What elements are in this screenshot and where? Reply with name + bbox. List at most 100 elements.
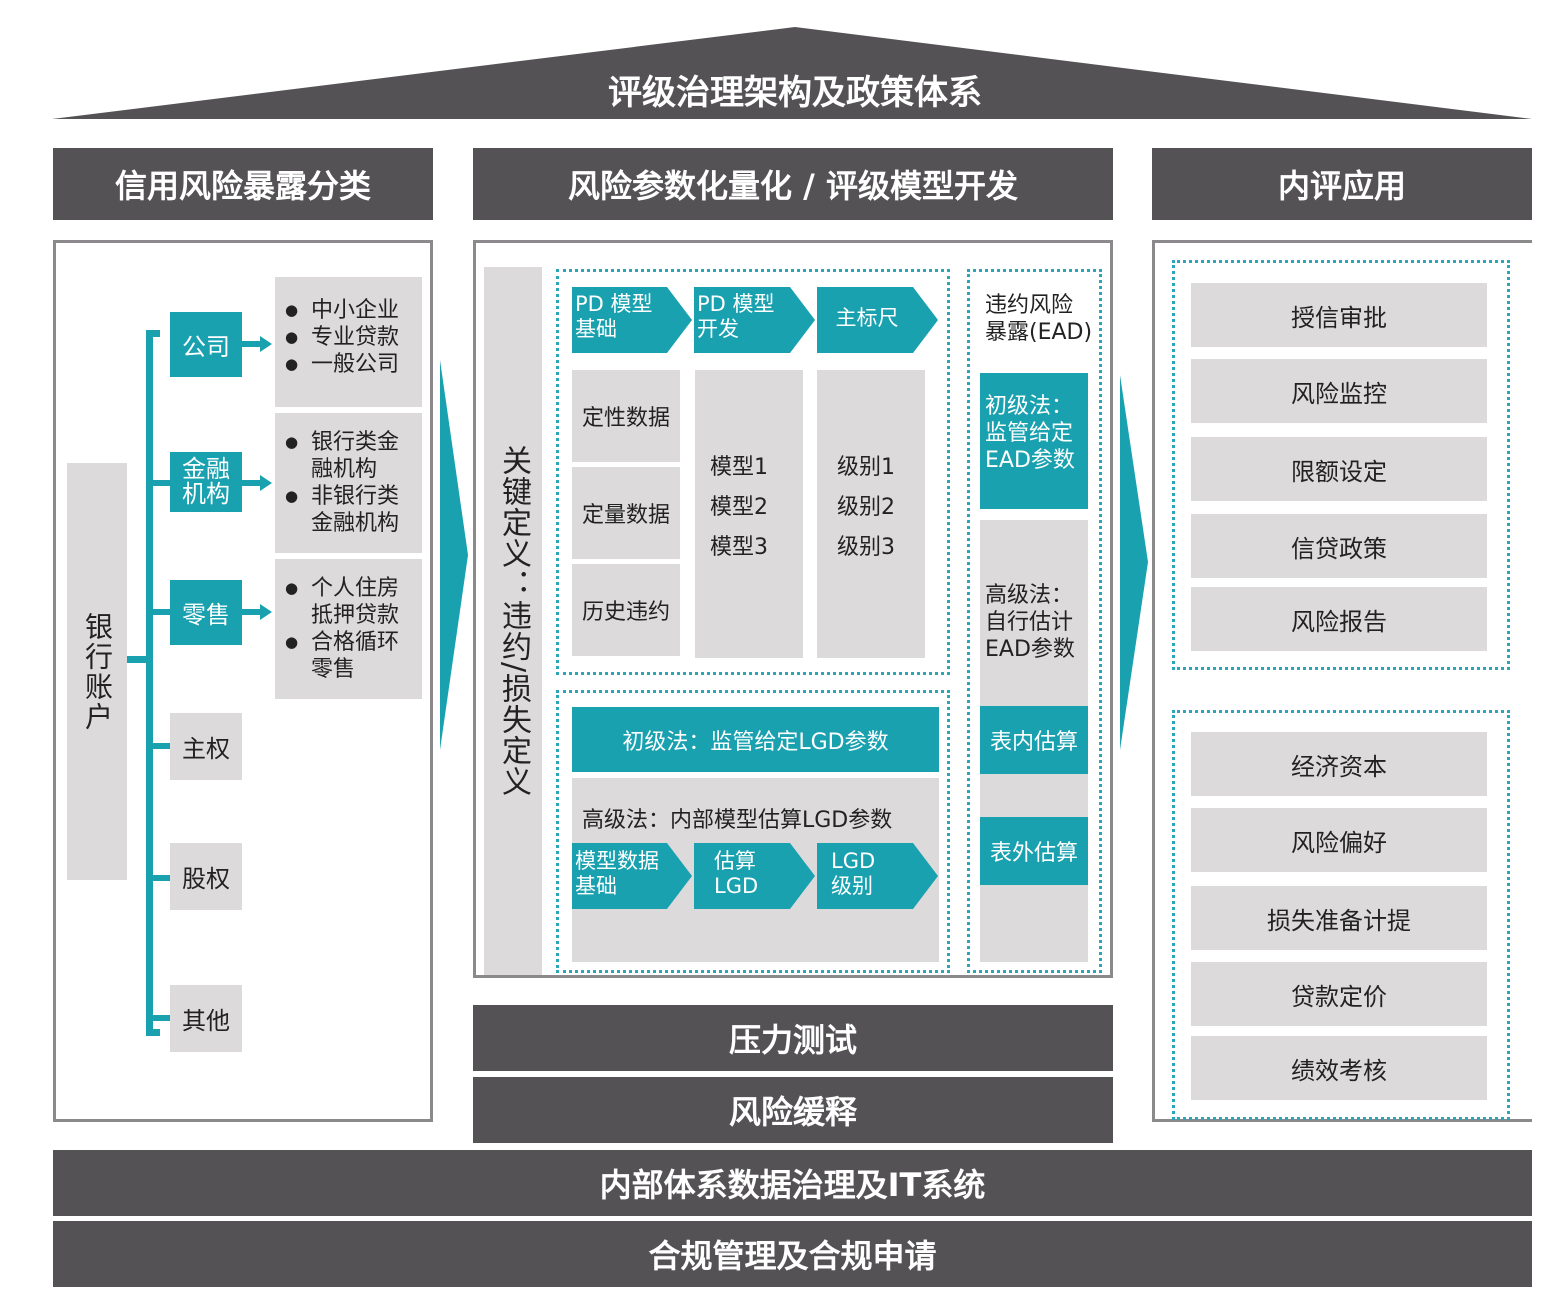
company-list: 中小企业 专业贷款 一般公司 — [275, 277, 422, 407]
arrow-right-icon — [242, 475, 272, 491]
roof-shape — [52, 27, 1532, 119]
app-item-label: 限额设定 — [1291, 457, 1387, 486]
app-item-label: 经济资本 — [1291, 752, 1387, 781]
bank-account-box: 银行账户 — [67, 463, 127, 880]
pd-chevron-shapes — [572, 287, 938, 353]
lgd-advanced-label: 高级法：内部模型估算LGD参数 — [582, 808, 893, 833]
data-qualitative-label: 定性数据 — [581, 406, 670, 431]
arrow-right-icon — [242, 604, 272, 620]
ead-basic-box: 初级法：监管给定EAD参数 — [980, 373, 1088, 509]
category-financial-label: 金融机构 — [182, 455, 230, 508]
models-box: 模型1 模型2 模型3 — [695, 370, 803, 658]
ead-off-balance-label: 表外估算 — [989, 841, 1078, 866]
data-quantitative: 定量数据 — [572, 467, 680, 559]
lgd-chevron-3: LGD 级别 — [831, 849, 876, 898]
app-item-label: 风险报告 — [1291, 607, 1387, 636]
flow-arrow-icon — [440, 360, 468, 750]
connector-vertical — [146, 330, 153, 1036]
pd-chevron-1: PD 模型基础 — [575, 292, 653, 341]
ead-advanced-label: 高级法：自行估计EAD参数 — [985, 583, 1075, 662]
application-group-1 — [1172, 260, 1510, 670]
app-item: 贷款定价 — [1191, 962, 1487, 1026]
category-other-label: 其他 — [182, 1007, 230, 1035]
risk-mitigation-bar: 风险缓释 — [473, 1077, 1113, 1143]
app-item-label: 风险监控 — [1291, 379, 1387, 408]
category-sovereign: 主权 — [170, 713, 242, 780]
data-governance-bar: 内部体系数据治理及IT系统 — [53, 1150, 1532, 1216]
lgd-chevron-2: 估算 LGD — [714, 849, 759, 898]
app-item: 损失准备计提 — [1191, 886, 1487, 950]
key-definition-box: 关键定义：违约/损失定义 — [484, 267, 542, 975]
level-item: 级别3 — [837, 535, 895, 560]
app-item-label: 信贷政策 — [1291, 534, 1387, 563]
connector-branch — [146, 1029, 160, 1036]
category-company-label: 公司 — [182, 333, 230, 361]
app-item-label: 损失准备计提 — [1267, 906, 1411, 935]
category-company: 公司 — [170, 312, 242, 377]
data-default-history: 历史违约 — [572, 564, 680, 656]
list-item: 非银行类金融机构 — [285, 483, 411, 537]
list-item: 银行类金融机构 — [285, 429, 411, 483]
app-item: 信贷政策 — [1191, 514, 1487, 578]
app-item-label: 贷款定价 — [1291, 982, 1387, 1011]
ead-basic-label: 初级法：监管给定EAD参数 — [985, 394, 1075, 473]
app-item-label: 风险偏好 — [1291, 828, 1387, 857]
category-financial: 金融机构 — [170, 452, 242, 512]
app-item: 风险监控 — [1191, 359, 1487, 423]
lgd-basic-box: 初级法：监管给定LGD参数 — [572, 707, 939, 772]
financial-list: 银行类金融机构 非银行类金融机构 — [275, 413, 422, 553]
ead-on-balance-label: 表内估算 — [989, 730, 1078, 755]
app-item: 风险偏好 — [1191, 808, 1487, 872]
stress-test-bar: 压力测试 — [473, 1005, 1113, 1071]
connector-branch — [146, 330, 160, 337]
connector-branch — [146, 875, 170, 881]
pd-chevron-2: PD 模型开发 — [697, 292, 775, 341]
ead-on-balance: 表内估算 — [980, 706, 1088, 774]
compliance-bar: 合规管理及合规申请 — [53, 1221, 1532, 1287]
lgd-chevron-1: 模型数据基础 — [575, 849, 659, 898]
app-item: 风险报告 — [1191, 587, 1487, 651]
col3-header: 内评应用 — [1152, 148, 1532, 220]
model-item: 模型3 — [710, 535, 768, 560]
flow-arrow-icon — [1120, 375, 1148, 750]
app-item-label: 绩效考核 — [1291, 1056, 1387, 1085]
retail-list: 个人住房抵押贷款 合格循环零售 — [275, 559, 422, 699]
col1-header: 信用风险暴露分类 — [53, 148, 433, 220]
lgd-section — [556, 690, 950, 973]
category-other: 其他 — [170, 985, 242, 1052]
list-item: 专业贷款 — [285, 324, 422, 351]
list-item: 中小企业 — [285, 297, 422, 324]
key-definition-label: 关键定义：违约/损失定义 — [496, 444, 531, 798]
list-item: 个人住房抵押贷款 — [285, 575, 411, 629]
arrow-right-icon — [242, 336, 272, 352]
bank-account-label: 银行账户 — [81, 611, 114, 732]
level-item: 级别1 — [837, 455, 895, 480]
connector-stub — [127, 656, 149, 663]
connector-branch — [146, 743, 170, 749]
list-item: 合格循环零售 — [285, 629, 411, 683]
category-retail: 零售 — [170, 580, 242, 645]
app-item: 授信审批 — [1191, 283, 1487, 347]
ead-section — [967, 269, 1102, 973]
category-sovereign-label: 主权 — [182, 735, 230, 763]
model-item: 模型2 — [710, 495, 768, 520]
lgd-chevron-shapes — [572, 843, 938, 909]
application-group-2 — [1172, 710, 1510, 1120]
pd-chevron-3: 主标尺 — [835, 305, 899, 330]
app-item: 绩效考核 — [1191, 1036, 1487, 1100]
app-item: 经济资本 — [1191, 732, 1487, 796]
connector-branch — [146, 609, 170, 615]
col2-header: 风险参数化量化 / 评级模型开发 — [473, 148, 1113, 220]
levels-box: 级别1 级别2 级别3 — [817, 370, 925, 658]
roof-title: 评级治理架构及政策体系 — [608, 72, 982, 113]
connector-branch — [146, 480, 170, 486]
lgd-basic-label: 初级法：监管给定LGD参数 — [622, 729, 889, 755]
data-default-history-label: 历史违约 — [581, 600, 670, 625]
model-item: 模型1 — [710, 455, 768, 480]
level-item: 级别2 — [837, 495, 895, 520]
data-qualitative: 定性数据 — [572, 370, 680, 462]
category-equity-label: 股权 — [182, 865, 230, 893]
pd-section — [556, 269, 950, 675]
connector-branch — [146, 1015, 170, 1021]
data-quantitative-label: 定量数据 — [581, 503, 670, 528]
